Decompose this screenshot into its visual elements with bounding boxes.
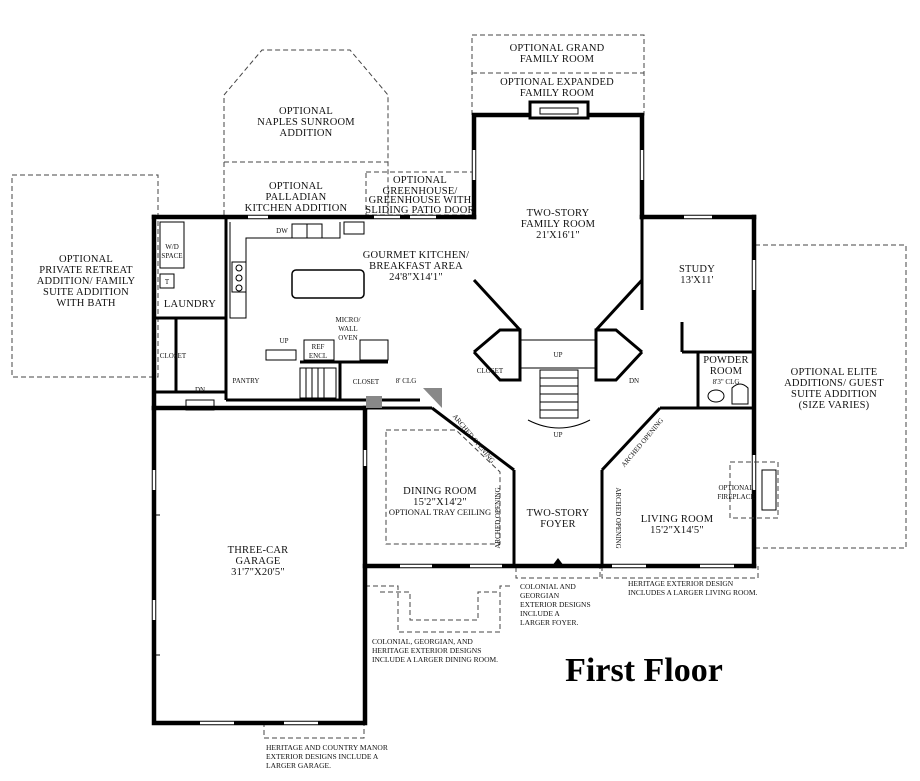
label-pantry: PANTRY (233, 377, 260, 385)
label-arched-opening-1: ARCHED OPENING (451, 413, 496, 465)
label-dn-right: DN (629, 377, 639, 385)
label-arched-opening-2: ARCHED OPENING (494, 487, 502, 548)
fixtures (155, 221, 779, 656)
label-8-clg: 8' CLG (396, 377, 417, 385)
label-powder-clg: 8'3" CLG (713, 378, 740, 386)
label-laundry: LAUNDRY (164, 299, 216, 310)
label-closet-laundry: CLOSET (160, 352, 187, 360)
label-t: T (165, 278, 170, 286)
optional-additions-outlines (11, 34, 907, 739)
label-closet-stair: CLOSET (353, 378, 380, 386)
label-up-foyer: UP (554, 431, 563, 439)
label-dw: DW (276, 227, 288, 235)
plan-title: First Floor (565, 652, 723, 689)
windows (152, 150, 756, 725)
label-closet-center: CLOSET (477, 367, 504, 375)
label-arched-opening-4: ARCHED OPENING (614, 487, 622, 548)
label-up-side: UP (280, 337, 289, 345)
label-dn-garage: DN (195, 386, 205, 394)
label-up-center: UP (554, 351, 563, 359)
label-tray-ceiling: OPTIONAL TRAY CEILING (389, 507, 491, 517)
